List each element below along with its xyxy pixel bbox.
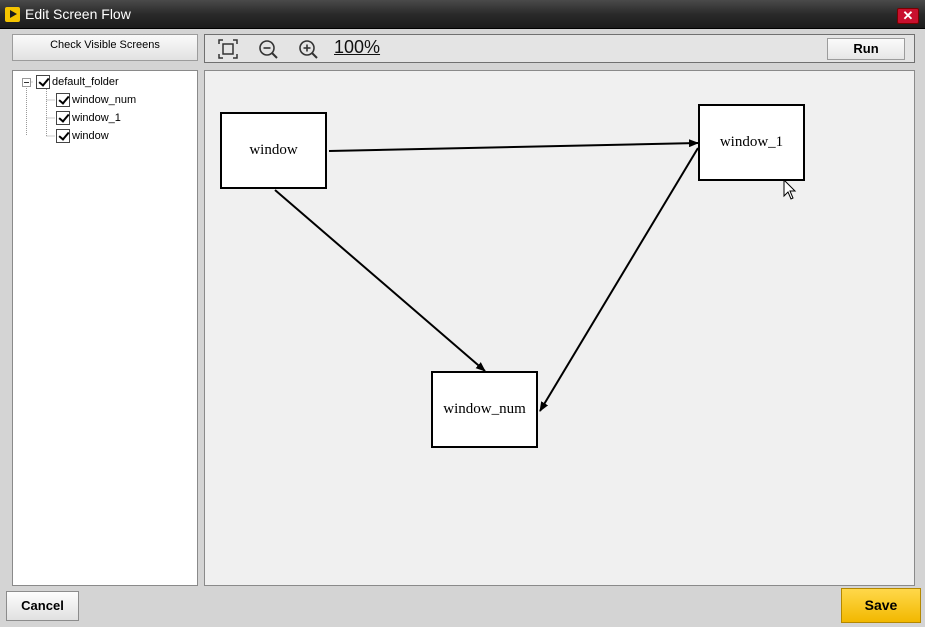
item-label: window — [72, 130, 109, 142]
flow-canvas[interactable]: window window_1 window_num — [204, 70, 915, 586]
item-label: window_1 — [72, 112, 121, 124]
title-bar: Edit Screen Flow ✕ — [0, 0, 925, 29]
item-checkbox[interactable] — [56, 93, 70, 107]
check-visible-screens-button[interactable]: Check Visible Screens — [12, 34, 198, 61]
dialog-footer: Cancel Save — [0, 586, 925, 627]
zoom-out-icon[interactable] — [257, 38, 279, 60]
tree-item[interactable]: window_1 — [56, 110, 121, 126]
tree-item[interactable]: window_num — [56, 92, 136, 108]
folder-label: default_folder — [52, 76, 119, 88]
flow-edges — [274, 139, 699, 412]
screen-tree: default_folder window_num window_1 windo… — [12, 70, 198, 586]
cancel-button[interactable]: Cancel — [6, 591, 79, 621]
mouse-cursor-icon — [783, 179, 797, 200]
zoom-in-icon[interactable] — [297, 38, 319, 60]
run-button[interactable]: Run — [827, 38, 905, 60]
screen-node-window[interactable]: window — [220, 112, 327, 189]
item-label: window_num — [72, 94, 137, 106]
screen-node-window-1[interactable]: window_1 — [698, 104, 805, 181]
tree-lines — [26, 81, 55, 137]
edge-window-to-window-num — [274, 189, 486, 372]
folder-checkbox[interactable] — [36, 75, 50, 89]
close-icon: ✕ — [902, 8, 914, 23]
screen-node-window-num[interactable]: window_num — [431, 371, 538, 448]
save-button[interactable]: Save — [841, 588, 921, 623]
edge-window-to-window-1 — [328, 139, 699, 152]
app-logo-icon — [5, 7, 20, 22]
item-checkbox[interactable] — [56, 129, 70, 143]
zoom-level[interactable]: 100% — [334, 37, 381, 57]
collapse-toggle[interactable] — [22, 78, 31, 87]
item-checkbox[interactable] — [56, 111, 70, 125]
tree-item[interactable]: window — [56, 128, 109, 144]
window-title: Edit Screen Flow — [25, 6, 131, 22]
edge-window-1-to-window-num — [539, 147, 699, 412]
fit-to-screen-icon[interactable] — [217, 38, 239, 60]
close-button[interactable]: ✕ — [897, 8, 919, 24]
tree-folder[interactable]: default_folder — [36, 74, 119, 90]
canvas-toolbar: 100% Run — [204, 34, 915, 63]
